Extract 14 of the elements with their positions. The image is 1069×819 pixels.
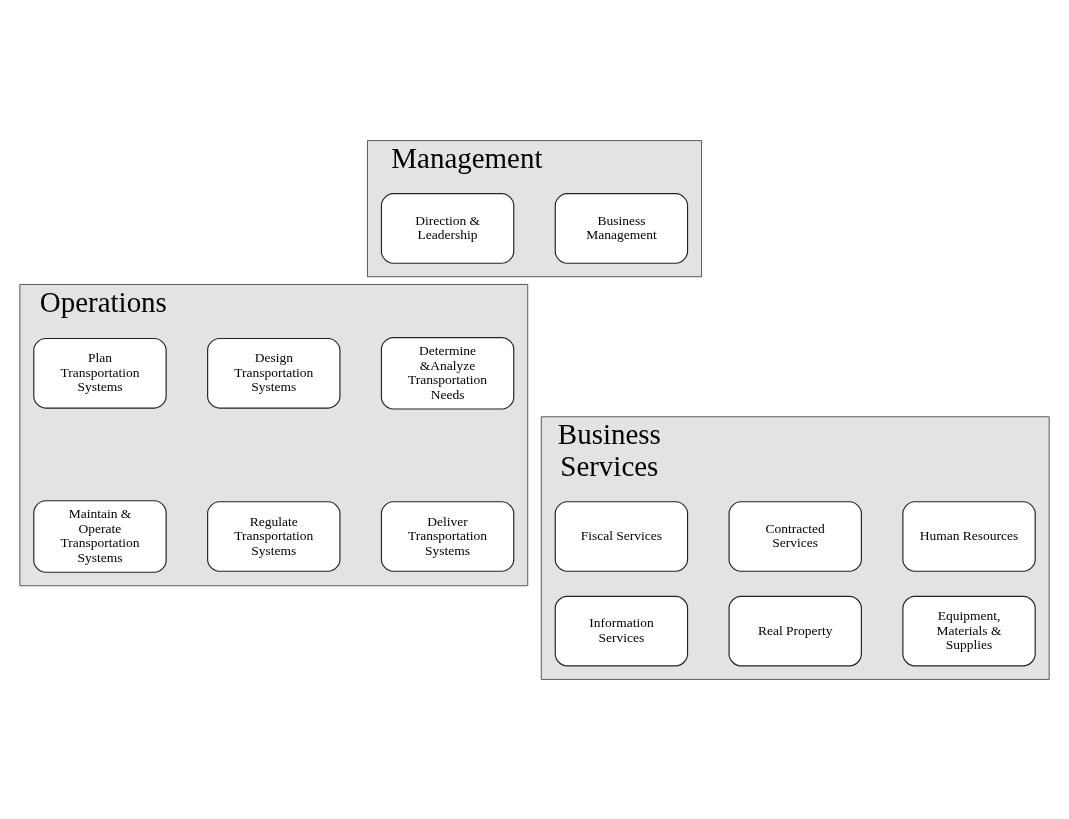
node-box: Maintain & Operate Transportation Systems: [33, 499, 167, 573]
node-box: Human Resources: [902, 500, 1036, 572]
node-box: Equipment, Materials & Supplies: [902, 595, 1036, 666]
node-box: Fiscal Services: [554, 500, 689, 572]
node-box: Deliver Transportation Systems: [380, 500, 515, 572]
node-box: Information Services: [554, 595, 689, 666]
node-box: Determine &Analyze Transportation Needs: [380, 336, 515, 410]
node-box: Contracted Services: [728, 500, 862, 572]
node-box: Business Management: [554, 192, 689, 264]
node-box: Regulate Transportation Systems: [207, 500, 341, 572]
node-box: Plan Transportation Systems: [33, 337, 167, 409]
node-box: Real Property: [728, 595, 862, 666]
node-box: Direction & Leadership: [380, 192, 515, 264]
node-box: Design Transportation Systems: [207, 337, 341, 409]
